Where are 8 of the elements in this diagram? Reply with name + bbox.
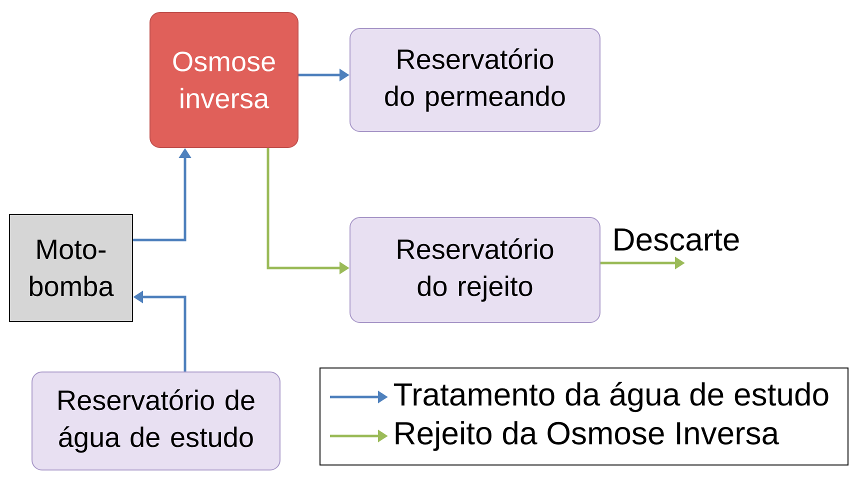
legend-text: Rejeito da Osmose Inversa (396, 421, 780, 451)
reservoir-box: Reservatório de água de estudo (32, 372, 280, 470)
pump-box: Moto-bomba (9, 214, 133, 322)
end-label: Descarte (614, 228, 739, 251)
reservoir-box: Reservatório do rejeito (350, 217, 600, 323)
reservoir-box: Reservatório do permeando (350, 28, 600, 132)
process-box: Osmose inversa (150, 12, 298, 148)
legend-text: Tratamento da água de estudo (394, 382, 828, 412)
